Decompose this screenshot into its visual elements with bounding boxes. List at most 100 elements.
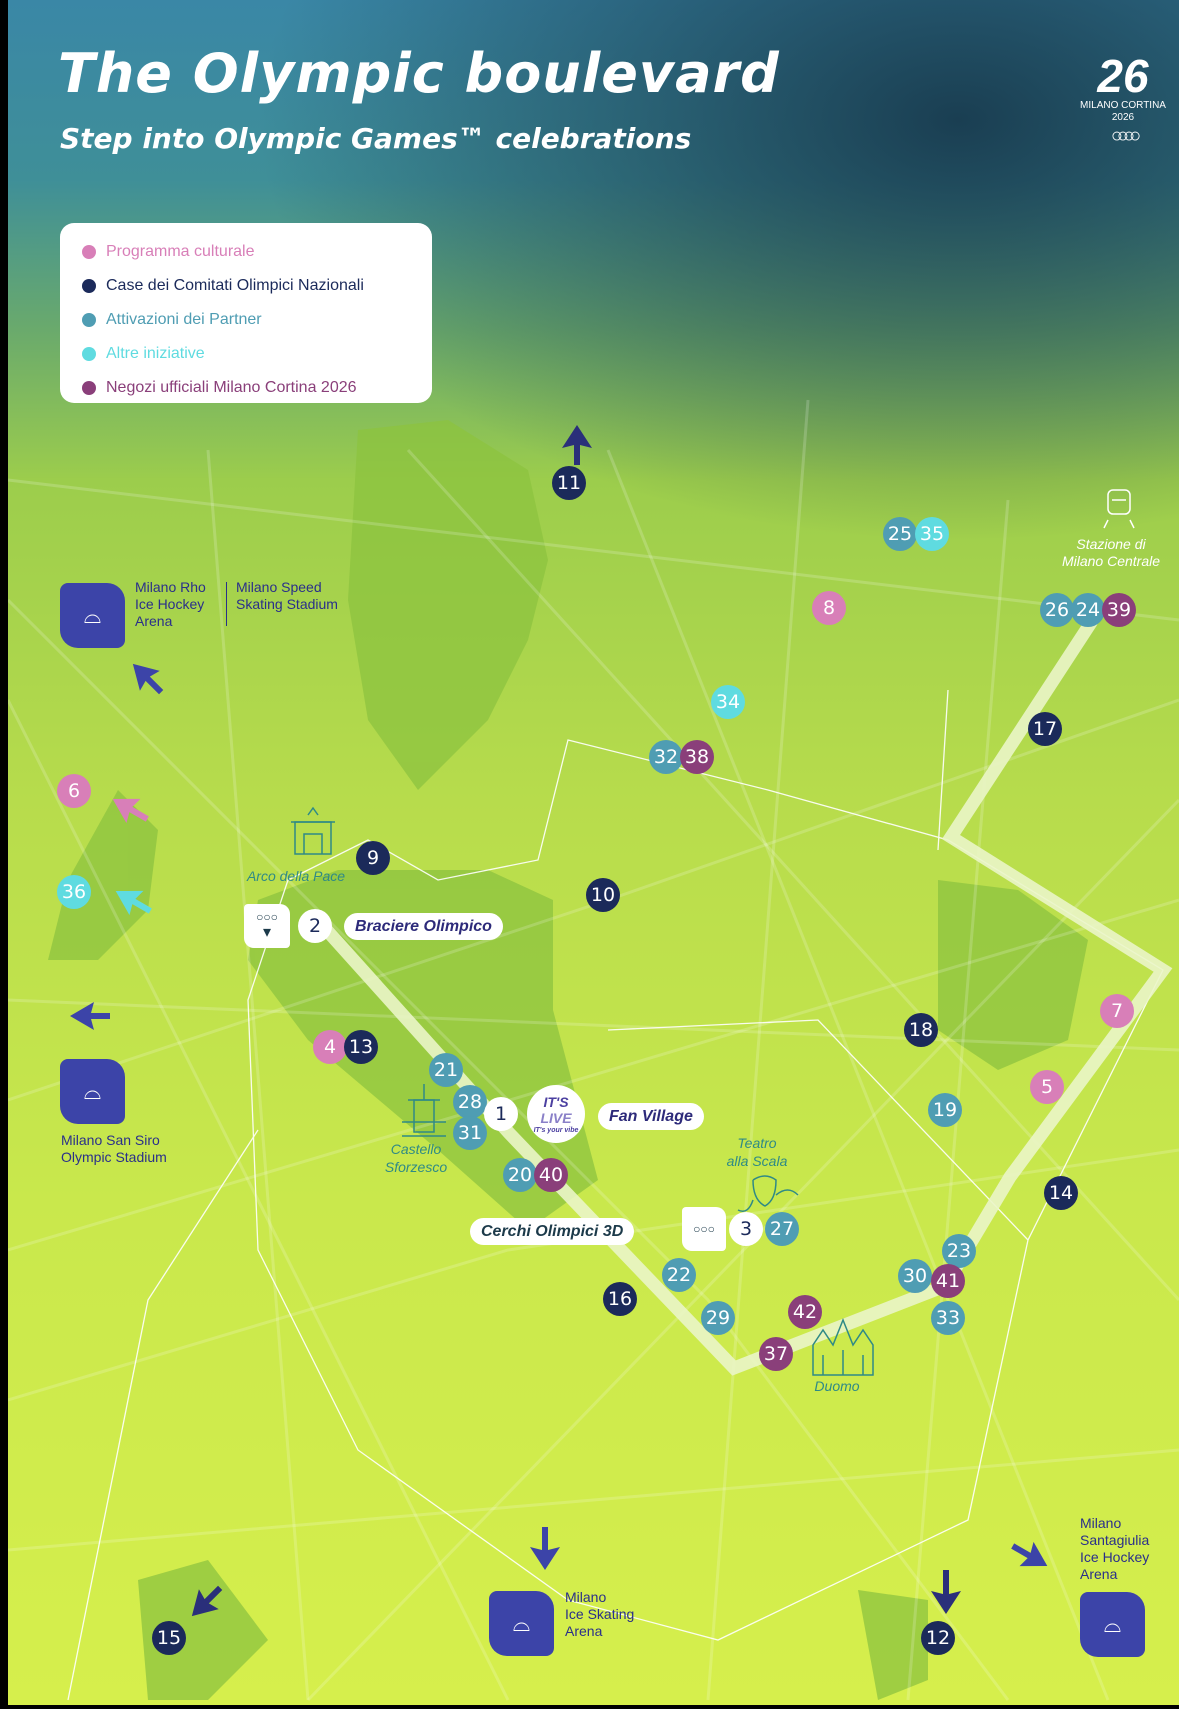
olympic-rings-box: ○○○ bbox=[682, 1207, 726, 1251]
map-marker-41[interactable]: 41 bbox=[931, 1264, 965, 1298]
venue-santagiulia-line: Milano bbox=[1080, 1515, 1122, 1531]
legend-label: Case dei Comitati Olimpici Nazionali bbox=[106, 277, 364, 294]
arrow-icon bbox=[112, 798, 149, 824]
map-marker-12[interactable]: 12 bbox=[921, 1621, 955, 1655]
landmark-icons bbox=[291, 489, 1135, 1376]
olympic-brazier-icon: ○○○▾ bbox=[244, 904, 290, 948]
legend-dot-icon bbox=[82, 313, 96, 327]
legend-label: Attivazioni dei Partner bbox=[106, 311, 262, 328]
logo-year: 2026 bbox=[1111, 112, 1135, 123]
map-marker-33[interactable]: 33 bbox=[931, 1301, 965, 1335]
olympic-rings-icon: ○○○ bbox=[256, 910, 278, 924]
map-marker-20[interactable]: 20 bbox=[503, 1158, 537, 1192]
map-marker-10[interactable]: 10 bbox=[586, 878, 620, 912]
legend-item-other: Altre iniziative bbox=[82, 337, 432, 371]
map-marker-8[interactable]: 8 bbox=[812, 591, 846, 625]
its-live-line3: IT's your vibe bbox=[533, 1126, 579, 1134]
map-marker-26[interactable]: 26 bbox=[1040, 593, 1074, 627]
venue-rho-tile[interactable]: ⌓ bbox=[60, 583, 125, 648]
fan-village-label[interactable]: Fan Village bbox=[598, 1103, 704, 1130]
legend-item-shop: Negozi ufficiali Milano Cortina 2026 bbox=[82, 371, 432, 405]
page-subtitle: Step into Olympic Games™ celebrations bbox=[60, 122, 692, 155]
landmark-teatro-line1: Teatro bbox=[737, 1135, 777, 1151]
legend-label: Altre iniziative bbox=[106, 345, 205, 362]
map-marker-32[interactable]: 32 bbox=[649, 740, 683, 774]
map-marker-19[interactable]: 19 bbox=[928, 1093, 962, 1127]
its-live-line2: LIVE bbox=[540, 1109, 572, 1126]
legend-label: Negozi ufficiali Milano Cortina 2026 bbox=[106, 379, 357, 396]
map-marker-4[interactable]: 4 bbox=[313, 1030, 347, 1064]
arrow-up-icon bbox=[562, 425, 592, 465]
map-marker-1[interactable]: 1 bbox=[484, 1097, 518, 1131]
venue-rho-line: Milano Rho bbox=[135, 579, 206, 595]
landmark-castello-line1: Castello bbox=[390, 1141, 442, 1157]
map-background bbox=[8, 399, 1179, 1702]
venue-santagiulia-tile[interactable]: ⌓ bbox=[1080, 1592, 1145, 1657]
map-marker-36[interactable]: 36 bbox=[57, 875, 91, 909]
map-marker-40[interactable]: 40 bbox=[534, 1158, 568, 1192]
map-marker-22[interactable]: 22 bbox=[662, 1258, 696, 1292]
map[interactable]: The Olympic boulevard Step into Olympic … bbox=[8, 0, 1179, 1705]
legend-dot-icon bbox=[82, 381, 96, 395]
venue-iceskating-line: Ice Skating bbox=[565, 1606, 635, 1622]
arrow-down-icon bbox=[530, 1527, 560, 1570]
map-marker-11[interactable]: 11 bbox=[552, 466, 586, 500]
venue-speed-line: Skating Stadium bbox=[236, 596, 338, 612]
venue-rho-line: Ice Hockey bbox=[135, 596, 205, 612]
venue-santagiulia-line: Arena bbox=[1080, 1566, 1118, 1582]
legend-item-partner: Attivazioni dei Partner bbox=[82, 303, 432, 337]
olympic-rings-icon: ○○○ bbox=[693, 1222, 715, 1236]
map-marker-21[interactable]: 21 bbox=[429, 1053, 463, 1087]
logo-mark: 26 bbox=[1097, 50, 1149, 102]
map-marker-5[interactable]: 5 bbox=[1030, 1070, 1064, 1104]
cerchi-olimpici-3d-label[interactable]: Cerchi Olimpici 3D bbox=[470, 1218, 635, 1245]
brazier-icon: ▾ bbox=[262, 924, 272, 941]
venue-iceskating-tile[interactable]: ⌓ bbox=[489, 1591, 554, 1656]
map-marker-3[interactable]: 3 bbox=[729, 1212, 763, 1246]
venue-separator bbox=[226, 582, 227, 626]
arrow-down-icon bbox=[931, 1570, 961, 1614]
duomo-icon bbox=[812, 1317, 874, 1376]
its-live-line1: IT'S bbox=[543, 1093, 569, 1110]
map-marker-7[interactable]: 7 bbox=[1100, 994, 1134, 1028]
map-marker-31[interactable]: 31 bbox=[453, 1116, 487, 1150]
map-marker-2[interactable]: 2 bbox=[298, 909, 332, 943]
map-marker-37[interactable]: 37 bbox=[759, 1337, 793, 1371]
map-marker-42[interactable]: 42 bbox=[788, 1295, 822, 1329]
direction-arrows bbox=[70, 425, 1048, 1617]
map-marker-28[interactable]: 28 bbox=[453, 1085, 487, 1119]
braciere-olimpico-label[interactable]: Braciere Olimpico bbox=[344, 913, 503, 940]
map-marker-38[interactable]: 38 bbox=[680, 740, 714, 774]
map-marker-6[interactable]: 6 bbox=[57, 774, 91, 808]
map-marker-30[interactable]: 30 bbox=[898, 1259, 932, 1293]
map-marker-39[interactable]: 39 bbox=[1102, 593, 1136, 627]
legend-item-cultural: Programma culturale bbox=[82, 235, 432, 269]
arrow-down-right-icon bbox=[1011, 1541, 1048, 1567]
map-marker-13[interactable]: 13 bbox=[344, 1030, 378, 1064]
map-marker-17[interactable]: 17 bbox=[1028, 712, 1062, 746]
map-marker-15[interactable]: 15 bbox=[152, 1621, 186, 1655]
map-marker-18[interactable]: 18 bbox=[904, 1013, 938, 1047]
map-marker-16[interactable]: 16 bbox=[603, 1282, 637, 1316]
castello-icon bbox=[402, 1084, 446, 1137]
map-marker-9[interactable]: 9 bbox=[356, 841, 390, 875]
page-title: The Olympic boulevard bbox=[58, 42, 780, 105]
map-marker-34[interactable]: 34 bbox=[711, 685, 745, 719]
venue-rho-line: Arena bbox=[135, 613, 173, 629]
map-marker-24[interactable]: 24 bbox=[1071, 593, 1105, 627]
venue-sansiro-tile[interactable]: ⌓ bbox=[60, 1059, 125, 1124]
legend-dot-icon bbox=[82, 245, 96, 259]
map-marker-35[interactable]: 35 bbox=[915, 517, 949, 551]
map-marker-25[interactable]: 25 bbox=[883, 517, 917, 551]
parks bbox=[48, 420, 1088, 1700]
legend-label: Programma culturale bbox=[106, 243, 255, 260]
venue-santagiulia-line: Ice Hockey bbox=[1080, 1549, 1150, 1565]
map-marker-27[interactable]: 27 bbox=[765, 1212, 799, 1246]
map-marker-14[interactable]: 14 bbox=[1044, 1176, 1078, 1210]
logo-text: MILANO CORTINA bbox=[1080, 100, 1166, 111]
venue-sansiro-line: Milano San Siro bbox=[61, 1132, 160, 1148]
map-marker-29[interactable]: 29 bbox=[701, 1301, 735, 1335]
map-marker-23[interactable]: 23 bbox=[942, 1234, 976, 1268]
